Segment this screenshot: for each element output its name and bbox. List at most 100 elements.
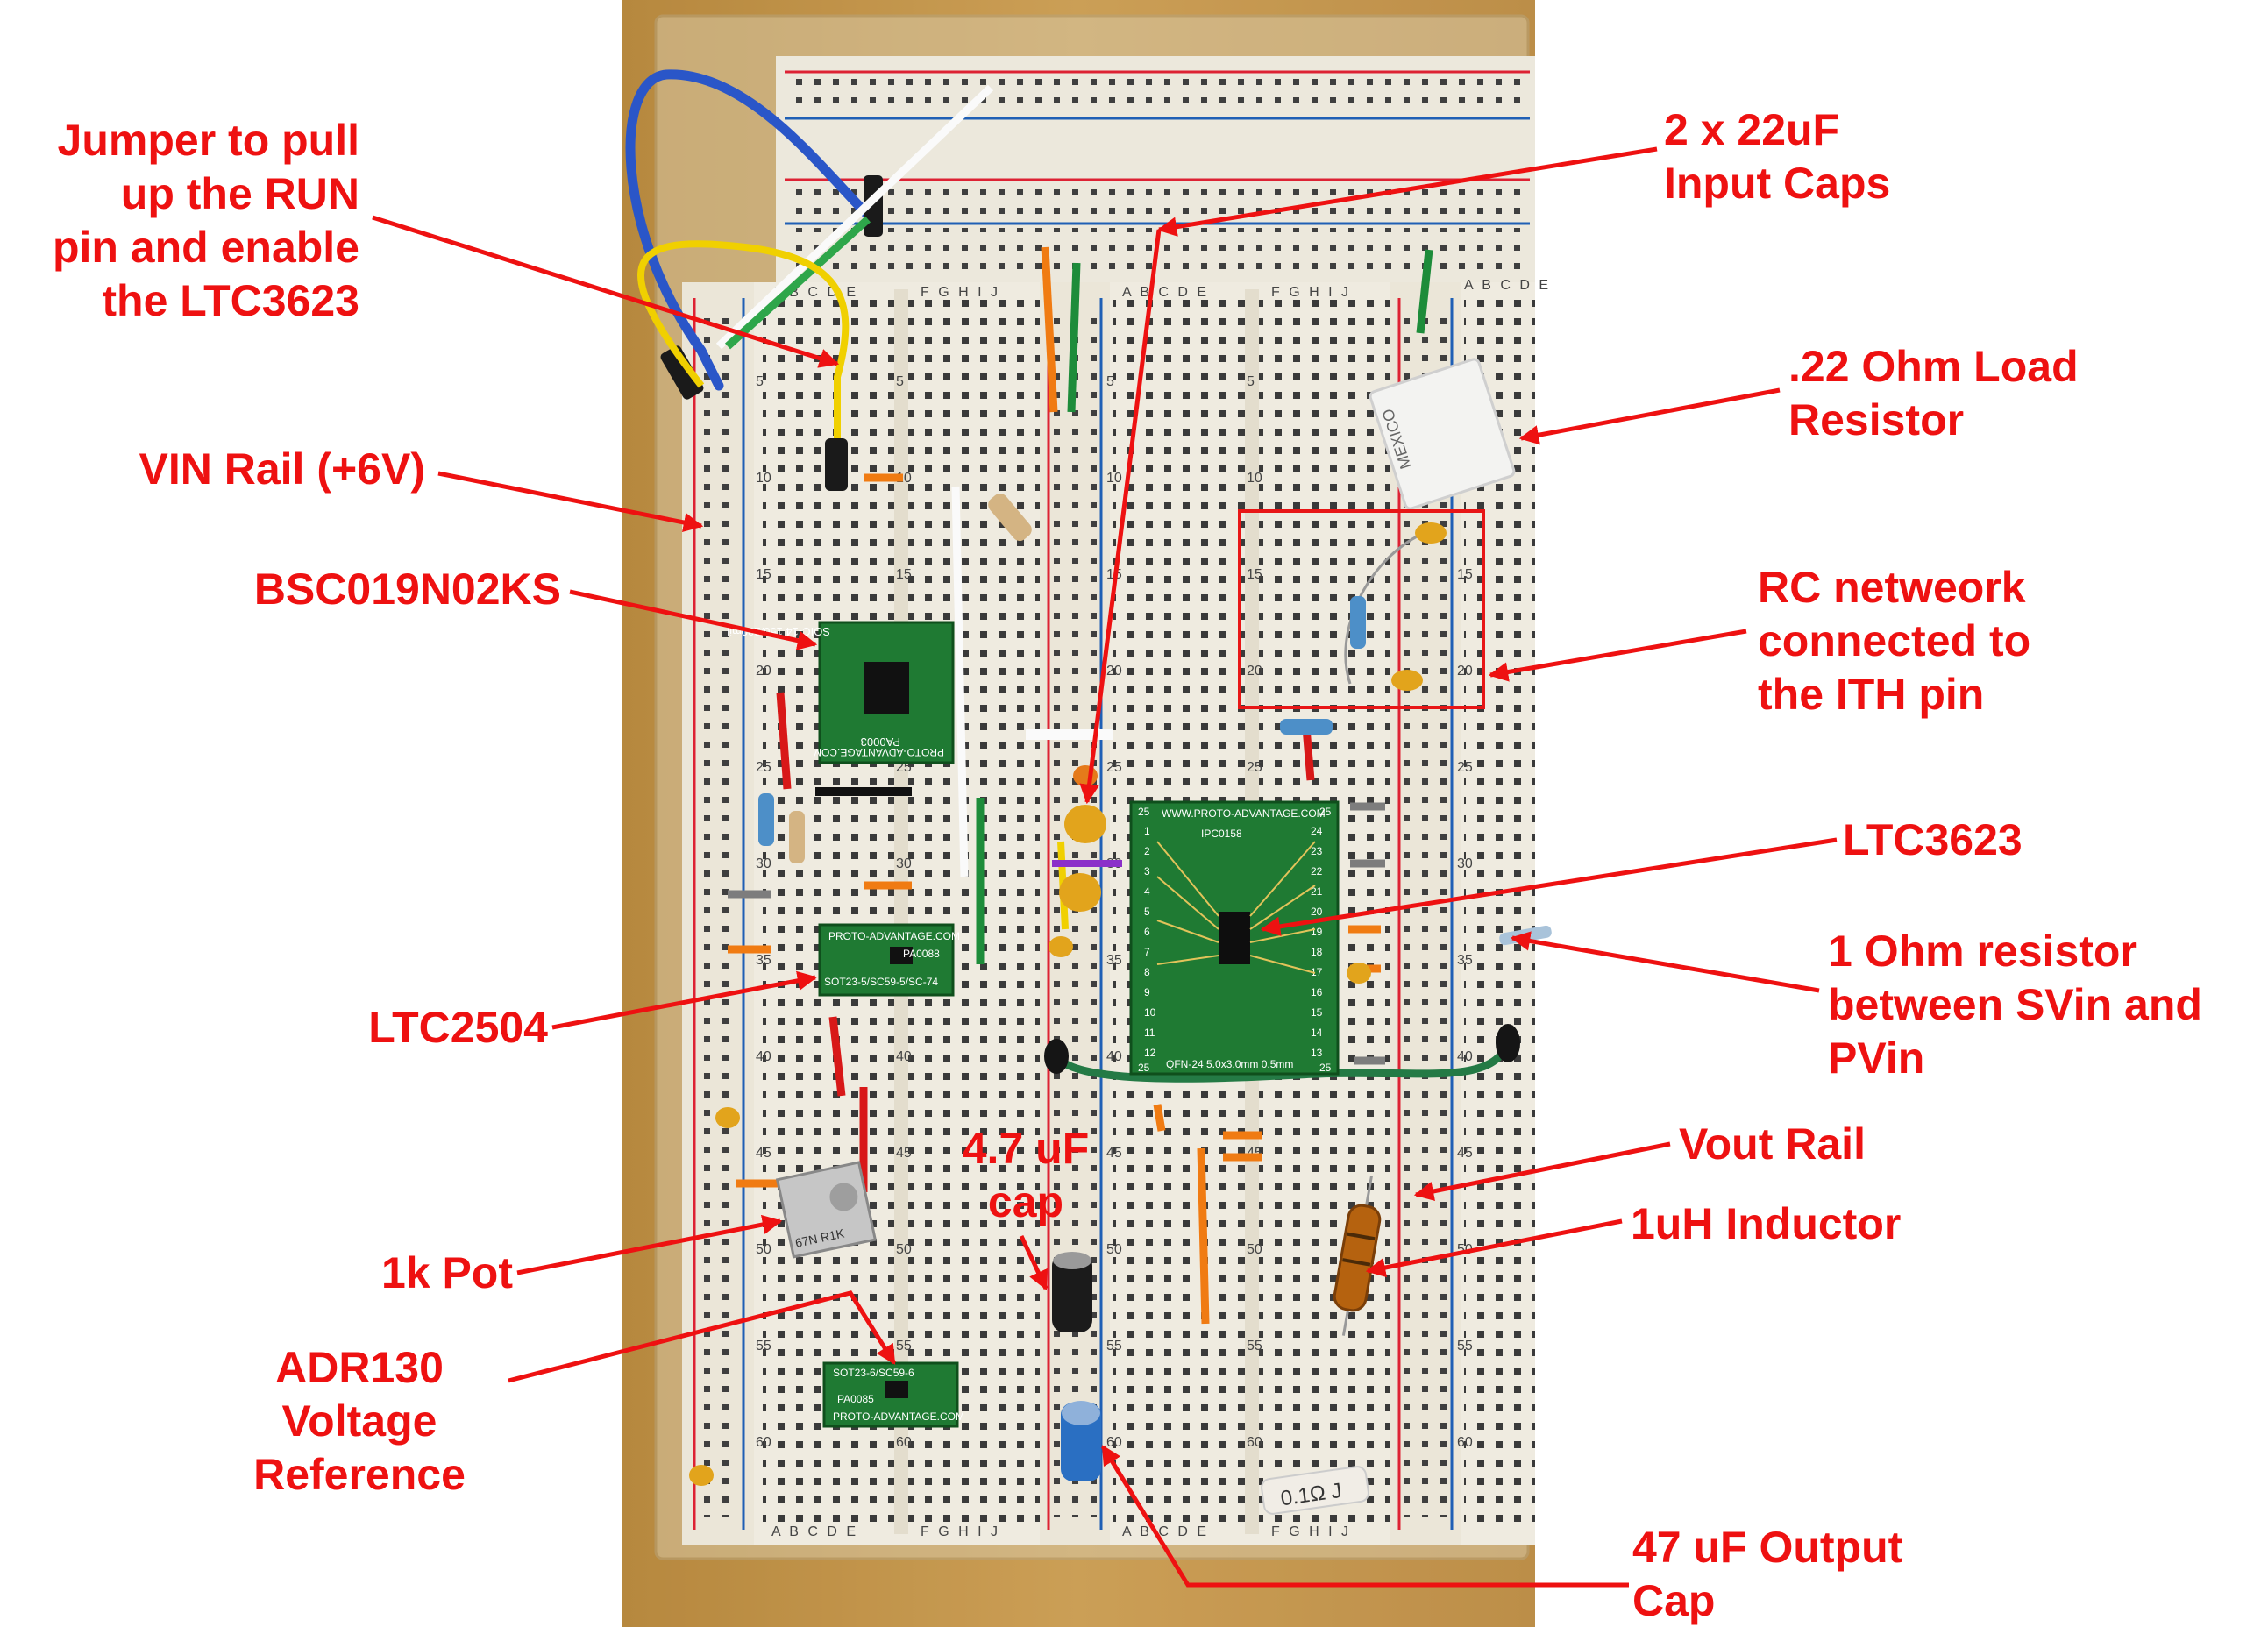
qfn-pin-right: 14 bbox=[1311, 1027, 1323, 1039]
qfn-pin-right: 21 bbox=[1311, 885, 1323, 898]
row-number: 55 bbox=[1457, 1339, 1473, 1353]
main-breadboard bbox=[682, 282, 1535, 1545]
load-resistor-body: MEXICO bbox=[1369, 358, 1516, 510]
label-jumper-line3: pin and enable bbox=[52, 223, 359, 272]
label-1k-pot: 1k Pot bbox=[263, 1247, 513, 1300]
row-number: 15 bbox=[756, 567, 771, 582]
orange-wire-top bbox=[1041, 246, 1058, 413]
row-number: 30 bbox=[896, 856, 912, 871]
row-number: 55 bbox=[756, 1339, 771, 1353]
arrow-4-7uf bbox=[1019, 1234, 1049, 1291]
row-number: 55 bbox=[1247, 1339, 1262, 1353]
row-number: 45 bbox=[1457, 1146, 1473, 1161]
rc-network-highlight-box bbox=[1238, 509, 1485, 709]
top-breadboard bbox=[776, 56, 1535, 302]
arrow-rc-network bbox=[1488, 629, 1747, 682]
label-ltc3623: LTC3623 bbox=[1843, 814, 2106, 867]
arrow-input-caps-2 bbox=[1079, 229, 1162, 805]
qfn-pin-right: 17 bbox=[1311, 966, 1323, 978]
label-1ohm-line3: PVin bbox=[1828, 1034, 1925, 1083]
qfn-pin-right: 16 bbox=[1311, 986, 1323, 998]
label-adr130-line2: Voltage bbox=[281, 1396, 437, 1446]
col-letters-3: A B C D E bbox=[1122, 285, 1209, 300]
qfn-pin-left: 4 bbox=[1144, 885, 1150, 898]
col-letters-4: F G H I J bbox=[1271, 285, 1351, 300]
label-4-7uf-cap: 4.7 uF cap bbox=[894, 1122, 1157, 1229]
qfn-pin-left: 8 bbox=[1144, 966, 1150, 978]
label-vout-rail: Vout Rail bbox=[1679, 1118, 1942, 1171]
sot5-bottom-text: SOT23-5/SC59-5/SC-74 bbox=[824, 976, 938, 988]
row-number: 40 bbox=[756, 1049, 771, 1064]
pot: 67N R1K bbox=[775, 1161, 878, 1259]
label-adr130-line3: Reference bbox=[253, 1450, 466, 1499]
row-number: 25 bbox=[1457, 760, 1473, 775]
row-number: 5 bbox=[896, 374, 904, 389]
row-number: 20 bbox=[756, 664, 771, 679]
row-number: 50 bbox=[1106, 1242, 1122, 1257]
qfn-pin-right: 24 bbox=[1311, 825, 1323, 837]
arrow-inductor bbox=[1365, 1218, 1623, 1278]
electrolytic-47uf bbox=[1061, 1401, 1101, 1481]
label-load-resistor: .22 Ohm Load Resistor bbox=[1788, 340, 2209, 447]
row-number: 35 bbox=[1106, 953, 1122, 968]
label-1ohm-line2: between SVin and bbox=[1828, 980, 2202, 1029]
label-input-caps: 2 x 22uF Input Caps bbox=[1664, 103, 2015, 210]
row-number: 10 bbox=[756, 471, 771, 486]
qfn-pin-right: 23 bbox=[1311, 845, 1323, 857]
qfn-corner-tr: 25 bbox=[1319, 806, 1332, 818]
red-wire-2 bbox=[828, 1016, 846, 1097]
qfn-pin-left: 12 bbox=[1144, 1047, 1156, 1059]
arrow-jumper bbox=[372, 215, 840, 368]
row-number: 10 bbox=[1106, 471, 1122, 486]
red-wire-1 bbox=[776, 692, 792, 790]
arrow-input-caps bbox=[1156, 146, 1658, 237]
arrow-bsc bbox=[569, 589, 818, 650]
row-number: 40 bbox=[1106, 1049, 1122, 1064]
arrow-vout-rail bbox=[1413, 1141, 1671, 1202]
label-ltc2504: LTC2504 bbox=[263, 1001, 548, 1055]
label-rc-line3: the ITH pin bbox=[1758, 670, 1985, 719]
col-letters-2: F G H I J bbox=[921, 285, 1000, 300]
row-number: 40 bbox=[1457, 1049, 1473, 1064]
qfn-pin-right: 18 bbox=[1311, 946, 1323, 958]
sot23-6-pcb: SOT23-6/SC59-6 PA0085 PROTO-ADVANTAGE.CO… bbox=[822, 1361, 964, 1428]
label-vout-text: Vout Rail bbox=[1679, 1119, 1866, 1169]
arrow-adr130 bbox=[508, 1290, 897, 1383]
row-number: 60 bbox=[896, 1435, 912, 1450]
green-wire-top bbox=[1067, 262, 1081, 413]
row-number: 30 bbox=[756, 856, 771, 871]
qfn-corner-tl: 25 bbox=[1138, 806, 1150, 818]
row-number: 15 bbox=[896, 567, 912, 582]
arrow-output-cap bbox=[1100, 1445, 1629, 1588]
row-number: 30 bbox=[1457, 856, 1473, 871]
col-letters-5: A B C D E bbox=[771, 1524, 858, 1539]
label-input-caps-line2: Input Caps bbox=[1664, 159, 1891, 208]
qfn-pin-left: 7 bbox=[1144, 946, 1150, 958]
label-rc-line2: connected to bbox=[1758, 616, 2031, 665]
qfn-corner-br: 25 bbox=[1319, 1062, 1332, 1074]
row-number: 35 bbox=[756, 953, 771, 968]
label-vin-rail-text: VIN Rail (+6V) bbox=[139, 444, 426, 494]
label-ltc2504-text: LTC2504 bbox=[368, 1003, 548, 1052]
qfn-pin-left: 5 bbox=[1144, 906, 1150, 918]
label-1-ohm-resistor: 1 Ohm resistor between SVin and PVin bbox=[1828, 925, 2266, 1085]
row-number: 50 bbox=[896, 1242, 912, 1257]
qfn-pin-right: 20 bbox=[1311, 906, 1323, 918]
col-letters-9: A B C D E bbox=[1464, 278, 1551, 293]
label-output-cap-line2: Cap bbox=[1632, 1576, 1716, 1625]
label-vin-rail: VIN Rail (+6V) bbox=[26, 443, 426, 496]
qfn-pcb: WWW.PROTO-ADVANTAGE.COM IPC0158 QFN-24 5… bbox=[1129, 800, 1340, 1076]
label-adr130-line1: ADR130 bbox=[275, 1343, 444, 1392]
label-rc-network: RC netweork connected to the ITH pin bbox=[1758, 561, 2152, 721]
qfn-pin-left: 9 bbox=[1144, 986, 1150, 998]
row-number: 50 bbox=[756, 1242, 771, 1257]
label-inductor-text: 1uH Inductor bbox=[1631, 1199, 1902, 1248]
qfn-part-text: IPC0158 bbox=[1201, 828, 1242, 840]
row-number: 45 bbox=[1106, 1146, 1122, 1161]
label-bsc-text: BSC019N02KS bbox=[253, 565, 561, 614]
label-output-cap: 47 uF Output Cap bbox=[1632, 1521, 2001, 1627]
sot6-top-text: SOT23-6/SC59-6 bbox=[833, 1367, 914, 1379]
label-output-cap-line1: 47 uF Output bbox=[1632, 1523, 1903, 1572]
output-current-resistor bbox=[1261, 1466, 1369, 1515]
